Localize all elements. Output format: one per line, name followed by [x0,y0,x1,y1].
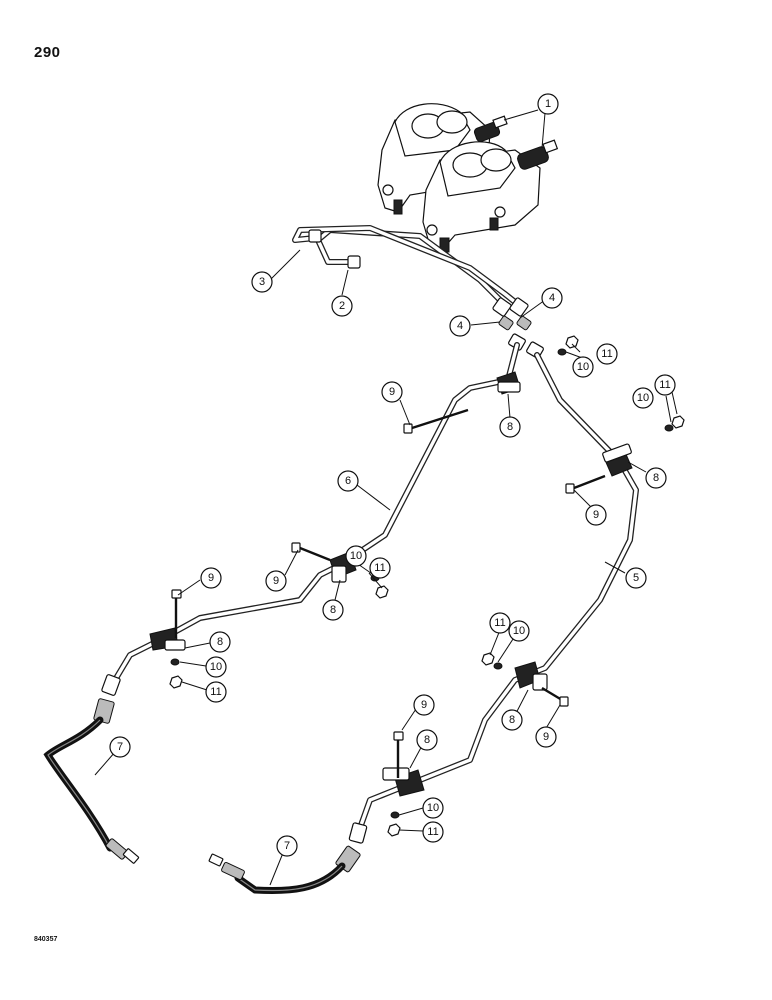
svg-text:10: 10 [210,661,222,673]
clamp-8-lower-left [149,627,186,651]
svg-text:9: 9 [421,699,427,711]
svg-text:10: 10 [637,392,649,404]
svg-text:1: 1 [545,98,551,110]
bolt-9-mid-left [291,542,331,562]
bolt-9-top [403,408,469,434]
svg-text:8: 8 [330,604,336,616]
callout-10-top: 10 [572,356,594,378]
callout-8-bottom: 8 [416,729,438,751]
svg-text:11: 11 [601,348,612,360]
svg-text:8: 8 [424,734,430,746]
callout-8-lower-right: 8 [501,709,523,731]
svg-text:10: 10 [350,550,362,562]
clamp-8-bottom [382,767,425,797]
svg-text:11: 11 [374,562,385,574]
callout-7-right: 7 [276,835,298,857]
svg-text:11: 11 [494,617,505,629]
svg-text:2: 2 [339,300,345,312]
bolt-9-lower-left [171,589,182,638]
callout-1: 1 [537,93,559,115]
callout-8-top: 8 [499,416,521,438]
callout-2: 2 [331,295,353,317]
callout-4-left: 4 [449,315,471,337]
svg-text:9: 9 [273,575,279,587]
svg-text:4: 4 [549,292,555,304]
svg-text:10: 10 [513,625,525,637]
bolt-9-lower-right [541,686,569,707]
nuts-11 [169,335,685,837]
svg-text:8: 8 [507,421,513,433]
svg-text:7: 7 [117,741,123,753]
callout-8-lower-left: 8 [209,631,231,653]
callout-7-left: 7 [109,736,131,758]
svg-text:10: 10 [427,802,439,814]
callout-9-top: 9 [381,381,403,403]
callout-10-mid-left: 10 [345,545,367,567]
callout-11-right: 11 [654,374,676,396]
svg-text:11: 11 [659,379,670,391]
callout-3: 3 [251,271,273,293]
callout-9-lower-left: 9 [200,567,222,589]
svg-text:9: 9 [543,731,549,743]
callout-10-bottom: 10 [422,797,444,819]
hose-7-left [43,698,140,864]
callout-9-bottom: 9 [413,694,435,716]
svg-text:7: 7 [284,840,290,852]
callout-11-mid-left: 11 [369,557,391,579]
callout-9-lower-right: 9 [535,726,557,748]
svg-text:5: 5 [633,572,639,584]
svg-text:11: 11 [210,686,221,698]
bolt-9-upper-right [565,474,606,494]
svg-text:3: 3 [259,276,265,288]
callout-11-bottom: 11 [422,821,444,843]
page-number: 290 [34,44,61,61]
svg-text:6: 6 [345,475,351,487]
callout-9-mid-left: 9 [265,570,287,592]
svg-text:8: 8 [217,636,223,648]
clamp-8-top [496,371,521,395]
callout-4-right: 4 [541,287,563,309]
svg-text:9: 9 [593,509,599,521]
callout-5: 5 [625,567,647,589]
svg-text:9: 9 [389,386,395,398]
callout-10-lower-right: 10 [508,620,530,642]
svg-text:9: 9 [208,572,214,584]
master-cylinder-rear [377,103,508,215]
callout-10-right: 10 [632,387,654,409]
bolt-9-bottom [393,731,404,778]
fitting-4-left [492,297,514,331]
svg-text:11: 11 [427,826,438,838]
callout-11-top: 11 [596,343,618,365]
svg-text:10: 10 [577,361,589,373]
fitting-4-right [509,297,532,331]
callout-11-lower-right: 11 [489,612,511,634]
master-cylinder-front [422,139,559,253]
hose-7-right [208,845,361,895]
bolts-9 [171,408,606,778]
svg-text:8: 8 [653,472,659,484]
clamp-8-upper-right [602,443,633,477]
callout-8-mid-left: 8 [322,599,344,621]
tube-3 [292,225,518,305]
callout-10-lower-left: 10 [205,656,227,678]
figure-code: 840357 [34,936,58,943]
callout-8-upper-right: 8 [645,467,667,489]
callout-9-upper-right: 9 [585,504,607,526]
callout-6: 6 [337,470,359,492]
callout-11-lower-left: 11 [205,681,227,703]
svg-text:8: 8 [509,714,515,726]
clamp-8-lower-right [514,661,548,691]
svg-text:4: 4 [457,320,463,332]
